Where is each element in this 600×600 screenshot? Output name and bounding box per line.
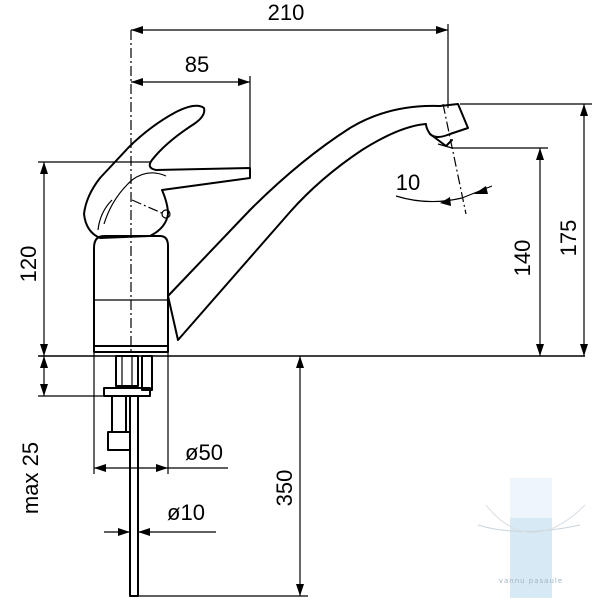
- aerator-axis: [442, 103, 467, 215]
- arrow-angle-right: [474, 186, 488, 194]
- label-hose-10: ø10: [167, 500, 205, 525]
- arrow-210-right: [436, 26, 448, 34]
- aerator-tip: [437, 143, 453, 149]
- angle-arc: [395, 195, 463, 203]
- dim-base-diameter: ø50: [93, 352, 228, 474]
- arrow-210-left: [131, 26, 143, 34]
- dim-overall-reach: 210: [131, 0, 449, 108]
- shank-upper: [115, 355, 139, 387]
- label-175: 175: [556, 220, 581, 257]
- arrow-50-right: [156, 464, 168, 472]
- label-210: 210: [268, 0, 305, 25]
- threaded-rod: [111, 395, 127, 433]
- lever-outline: [83, 104, 251, 239]
- dim-aerator-height: 140: [452, 147, 548, 356]
- under-deck-assembly: [103, 355, 153, 597]
- arrow-175-bottom: [580, 344, 588, 356]
- lever-inner-line-2: [97, 199, 113, 231]
- dim-total-height: 175: [460, 103, 592, 356]
- spout-outline: [167, 103, 469, 341]
- dim-body-height: 120: [16, 161, 150, 356]
- arrow-120-top: [40, 162, 48, 174]
- dim-hose-length: 350: [132, 356, 308, 597]
- label-50: ø50: [185, 440, 223, 465]
- label-120: 120: [16, 246, 41, 283]
- supply-hose: [129, 395, 139, 597]
- dim-lever-reach: 85: [131, 52, 251, 168]
- arrow-max25-top: [40, 356, 48, 368]
- lever-axis: [131, 199, 165, 215]
- spout: [167, 103, 469, 341]
- arrow-85-right: [238, 78, 250, 86]
- watermark-swoosh-2: [485, 504, 586, 533]
- arrow-angle-left: [440, 197, 451, 206]
- label-140: 140: [510, 240, 535, 277]
- arrow-350-top: [296, 356, 304, 368]
- arrow-85-left: [131, 78, 143, 86]
- dim-spout-angle: 10: [395, 170, 493, 206]
- arrow-10-left: [118, 528, 130, 536]
- watermark-logo: vannu pasaule: [477, 478, 586, 598]
- watermark-text: vannu pasaule: [499, 577, 563, 585]
- watermark-bar-top: [510, 478, 552, 518]
- lever-pivot: [161, 209, 171, 219]
- arrow-max25-bottom: [40, 384, 48, 396]
- arrow-175-top: [580, 104, 588, 116]
- hose-connector: [141, 355, 153, 391]
- label-350: 350: [272, 470, 297, 507]
- label-max25: max 25: [18, 442, 43, 514]
- arrow-140-top: [536, 148, 544, 160]
- label-85: 85: [185, 52, 209, 77]
- rod-nut: [107, 431, 131, 451]
- arrow-50-left: [94, 464, 106, 472]
- label-10: 10: [396, 170, 420, 195]
- arrow-350-bottom: [296, 584, 304, 596]
- lever-handle: [83, 104, 251, 239]
- arrow-120-bottom: [40, 344, 48, 356]
- arrow-10-right: [138, 528, 150, 536]
- dim-deck-thickness: max 25: [18, 356, 112, 514]
- lever-inner-line: [103, 172, 167, 225]
- arrow-140-bottom: [536, 344, 544, 356]
- dim-hose-diameter: ø10: [104, 500, 216, 536]
